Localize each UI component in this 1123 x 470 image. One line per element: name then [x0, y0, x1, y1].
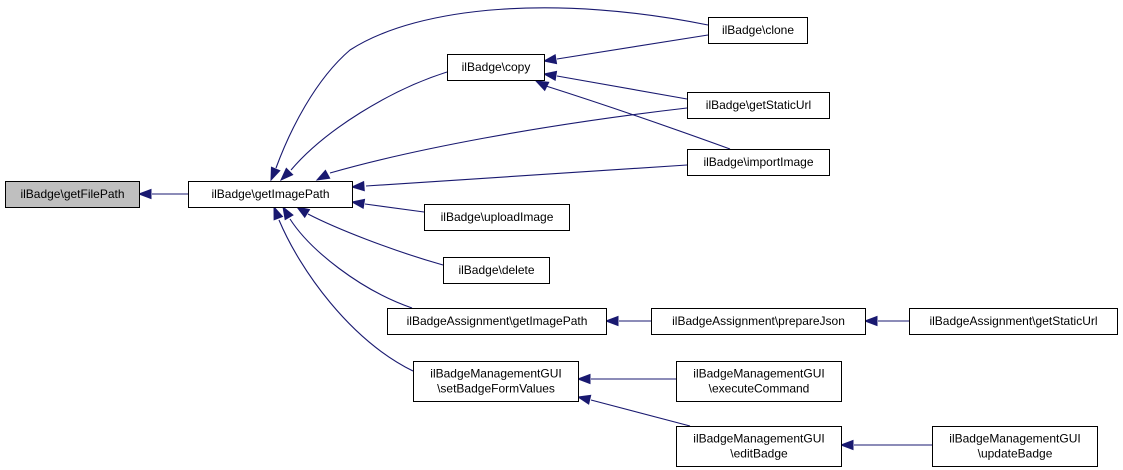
node-editBadge[interactable]: ilBadgeManagementGUI\editBadge — [676, 426, 842, 467]
edge-arrowhead — [534, 80, 550, 92]
node-getFilePath[interactable]: ilBadge\getFilePath — [5, 181, 140, 208]
edge-getStaticUrl-to-getImagePath — [315, 107, 688, 181]
node-box — [447, 54, 545, 81]
edge-arrowhead — [542, 53, 558, 65]
node-assignGetStaticUrl[interactable]: ilBadgeAssignment\getStaticUrl — [909, 308, 1118, 335]
node-label: ilBadgeAssignment\getStaticUrl — [929, 314, 1097, 328]
node-label: \setBadgeFormValues — [437, 382, 555, 396]
edge-uploadImage-to-getImagePath — [350, 198, 425, 213]
edge-arrowhead — [350, 180, 365, 192]
edge-updateBadge-to-editBadge — [839, 439, 932, 451]
edge-arrowhead — [282, 205, 294, 221]
edge-delete-to-getImagePath — [295, 206, 444, 266]
node-importImage[interactable]: ilBadge\importImage — [687, 149, 830, 176]
node-copy[interactable]: ilBadge\copy — [447, 54, 545, 81]
node-delete[interactable]: ilBadge\delete — [443, 257, 550, 284]
node-getImagePath[interactable]: ilBadge\getImagePath — [188, 181, 353, 208]
node-box — [676, 361, 842, 402]
edge-arrowhead — [270, 166, 281, 182]
nodes-layer: ilBadge\getFilePath ilBadge\getImagePath i… — [5, 17, 1118, 467]
node-box — [443, 257, 550, 284]
edge-arrowhead — [604, 315, 619, 327]
edge-getStaticUrl-to-copy — [542, 70, 688, 100]
node-label: ilBadge\uploadImage — [441, 210, 554, 224]
node-clone[interactable]: ilBadge\clone — [708, 17, 808, 44]
edge-line — [556, 75, 688, 100]
node-label: ilBadgeManagementGUI — [430, 367, 561, 381]
edge-arrowhead — [542, 70, 558, 82]
edge-line — [290, 71, 448, 171]
node-uploadImage[interactable]: ilBadge\uploadImage — [424, 204, 570, 231]
edge-clone-to-getImagePath — [270, 7, 709, 182]
edge-arrowhead — [137, 188, 152, 200]
node-box — [5, 181, 140, 208]
edge-arrowhead — [273, 205, 284, 221]
node-label: ilBadgeManagementGUI — [949, 432, 1080, 446]
node-label: ilBadge\getStaticUrl — [706, 98, 811, 112]
node-label: \executeCommand — [709, 382, 810, 396]
edge-importImage-to-getImagePath — [350, 164, 688, 192]
edge-getImagePath-to-getFilePath — [137, 188, 188, 200]
edge-arrowhead — [576, 394, 592, 405]
node-box — [932, 426, 1098, 467]
edge-arrowhead — [839, 439, 854, 451]
edge-assignGetImagePath-to-getImagePath — [282, 205, 413, 309]
edge-line — [590, 399, 691, 427]
edge-line — [307, 213, 444, 266]
edge-arrowhead — [295, 206, 311, 219]
edge-assignGetStaticUrl-to-prepareJson — [863, 315, 909, 327]
edge-clone-to-copy — [542, 34, 709, 65]
node-label: ilBadge\importImage — [703, 155, 813, 169]
edge-line — [289, 218, 413, 309]
edge-arrowhead — [279, 167, 294, 182]
edge-prepareJson-to-assignGetImagePath — [604, 315, 651, 327]
node-prepareJson[interactable]: ilBadgeAssignment\prepareJson — [651, 308, 866, 335]
edge-editBadge-to-setBadgeFormValues — [576, 394, 691, 427]
node-label: \updateBadge — [978, 447, 1053, 461]
edge-setBadgeFormValues-to-getImagePath — [273, 205, 414, 372]
edge-copy-to-getImagePath — [279, 71, 448, 182]
node-box — [188, 181, 353, 208]
edge-arrowhead — [315, 169, 331, 181]
node-getStaticUrl[interactable]: ilBadge\getStaticUrl — [687, 92, 830, 119]
edge-line — [545, 85, 731, 150]
node-updateBadge[interactable]: ilBadgeManagementGUI\updateBadge — [932, 426, 1098, 467]
edges-layer — [137, 7, 932, 451]
node-box — [909, 308, 1118, 335]
node-label: \editBadge — [730, 447, 788, 461]
edge-line — [278, 219, 414, 372]
node-label: ilBadgeManagementGUI — [693, 432, 824, 446]
edge-line — [364, 203, 425, 213]
node-box — [687, 92, 830, 119]
node-setBadgeFormValues[interactable]: ilBadgeManagementGUI\setBadgeFormValues — [413, 361, 579, 402]
node-label: ilBadge\getFilePath — [20, 187, 124, 201]
node-label: ilBadgeAssignment\getImagePath — [407, 314, 588, 328]
node-label: ilBadge\clone — [722, 23, 794, 37]
node-box — [387, 308, 607, 335]
node-box — [413, 361, 579, 402]
node-box — [424, 204, 570, 231]
edge-arrowhead — [863, 315, 878, 327]
edge-importImage-to-copy — [534, 80, 731, 150]
edge-arrowhead — [350, 198, 366, 210]
node-label: ilBadge\copy — [462, 60, 531, 74]
node-label: ilBadgeManagementGUI — [693, 367, 824, 381]
node-box — [651, 308, 866, 335]
node-label: ilBadgeAssignment\prepareJson — [672, 314, 845, 328]
edge-line — [275, 7, 709, 169]
node-assignGetImagePath[interactable]: ilBadgeAssignment\getImagePath — [387, 308, 607, 335]
node-box — [708, 17, 808, 44]
edge-line — [365, 164, 688, 187]
edge-line — [329, 107, 688, 174]
node-label: ilBadge\delete — [458, 263, 534, 277]
node-executeCommand[interactable]: ilBadgeManagementGUI\executeCommand — [676, 361, 842, 402]
node-box — [687, 149, 830, 176]
edge-arrowhead — [576, 373, 591, 385]
node-box — [676, 426, 842, 467]
node-label: ilBadge\getImagePath — [211, 187, 329, 201]
edge-executeCommand-to-setBadgeFormValues — [576, 373, 676, 385]
edge-line — [556, 34, 709, 60]
